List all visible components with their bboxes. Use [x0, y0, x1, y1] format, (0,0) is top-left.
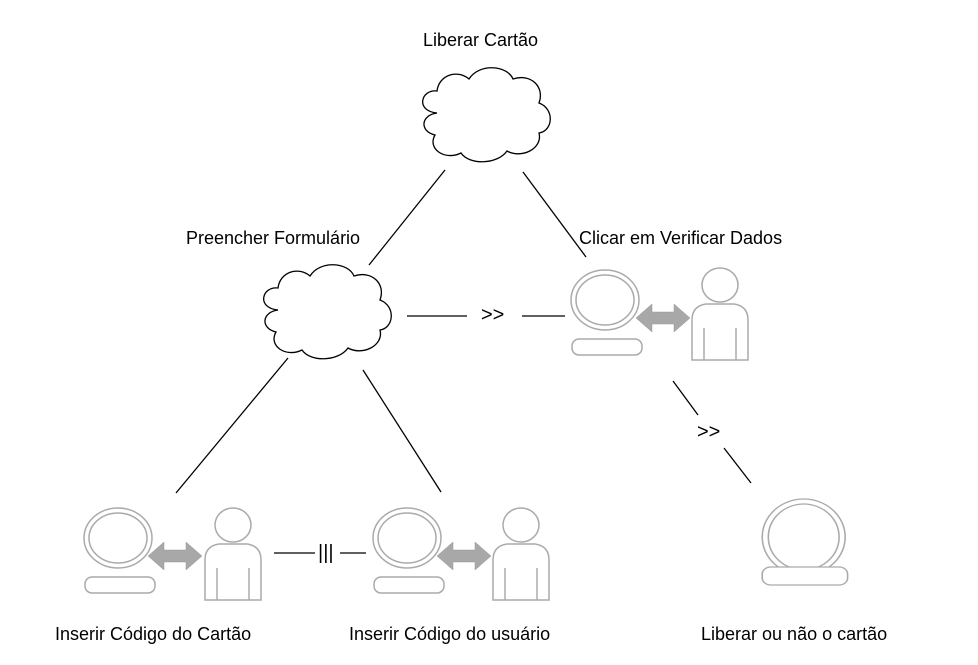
connector-lines: [175, 169, 752, 554]
root-task-label: Liberar Cartão: [423, 30, 539, 50]
edge-form-cardcode: [175, 357, 289, 494]
edge-root-verify: [522, 171, 587, 258]
edge-form-usercode: [362, 369, 442, 493]
computer-user-icon: [570, 267, 749, 361]
computer-user-icon: [83, 507, 262, 601]
edge-root-form: [368, 169, 446, 266]
verify-task-label: Clicar em Verificar Dados: [579, 228, 783, 248]
enabling-operator: >>: [697, 421, 721, 443]
computer-icon: [761, 498, 849, 586]
card-code-task-label: Inserir Código do Cartão: [55, 624, 252, 644]
computer-user-icon: [372, 507, 550, 601]
enabling-operator: >>: [481, 304, 505, 326]
cloud-icon: [263, 264, 392, 360]
release-task-label: Liberar ou não o cartão: [701, 624, 888, 644]
edge-verify-release-bottom: [723, 447, 752, 484]
cloud-icon: [422, 67, 551, 163]
user-code-task-label: Inserir Código do usuário: [349, 624, 551, 644]
interleaving-operator: |||: [318, 542, 334, 564]
edge-verify-release-top: [672, 380, 699, 416]
form-task-label: Preencher Formulário: [186, 228, 361, 248]
